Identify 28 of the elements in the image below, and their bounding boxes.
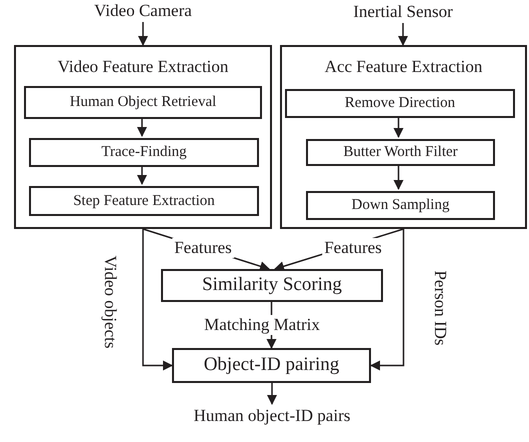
process-box: Similarity Scoring bbox=[161, 269, 383, 302]
process-box: Butter Worth Filter bbox=[306, 139, 495, 166]
edge-label: Features bbox=[172, 238, 234, 258]
arrow bbox=[137, 117, 147, 137]
group-title: Video Feature Extraction bbox=[56, 57, 230, 77]
process-box: Down Sampling bbox=[306, 191, 495, 220]
arrow bbox=[142, 229, 173, 370]
arrow bbox=[394, 116, 404, 138]
node-label: Inertial Sensor bbox=[343, 1, 463, 23]
group-box bbox=[14, 45, 272, 229]
edge-label: Video objects bbox=[100, 254, 120, 350]
edge-label: Matching Matrix bbox=[202, 315, 322, 335]
arrow bbox=[370, 229, 404, 370]
process-box: Trace-Finding bbox=[29, 138, 259, 167]
arrow bbox=[137, 165, 147, 185]
edge-label: Features bbox=[322, 238, 384, 258]
process-box: Object-ID pairing bbox=[172, 348, 371, 383]
arrow bbox=[267, 383, 277, 405]
arrow bbox=[138, 22, 148, 46]
arrow bbox=[398, 23, 408, 46]
node-label: Human object-ID pairs bbox=[177, 404, 367, 428]
arrow bbox=[394, 164, 404, 190]
process-box: Human Object Retrieval bbox=[24, 86, 262, 119]
process-box: Remove Direction bbox=[285, 89, 515, 118]
node-label: Video Camera bbox=[83, 0, 203, 22]
group-box bbox=[280, 45, 527, 229]
process-box: Step Feature Extraction bbox=[29, 186, 259, 216]
group-title: Acc Feature Extraction bbox=[324, 57, 484, 77]
